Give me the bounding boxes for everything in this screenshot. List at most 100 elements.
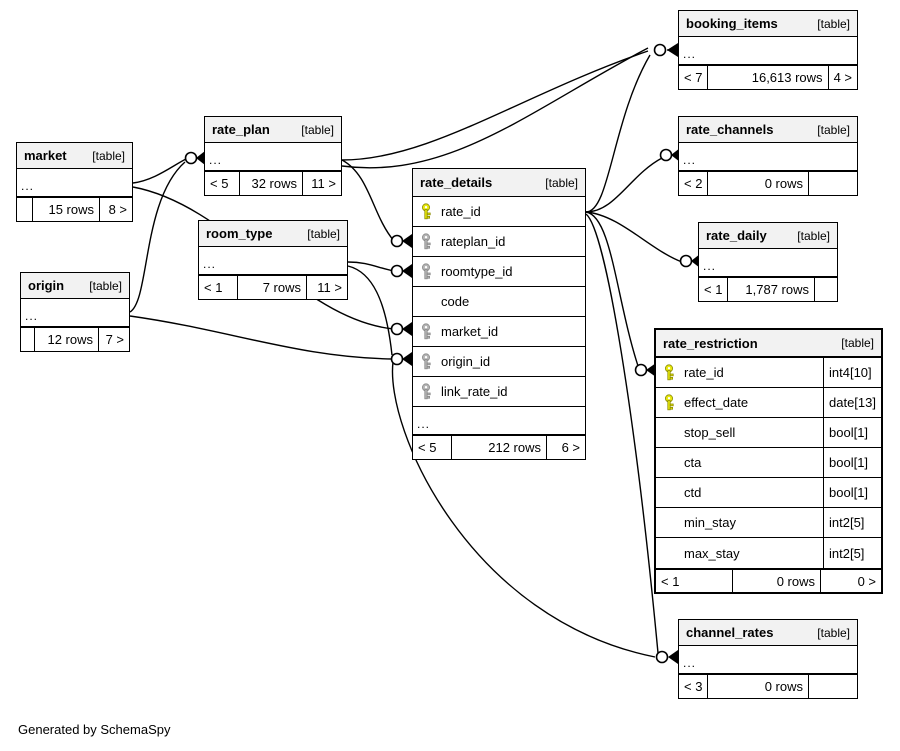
no-key-spacer	[662, 424, 676, 442]
foreign-key-icon	[419, 352, 433, 371]
foreign-key-icon	[419, 382, 433, 401]
footer-parents: < 1	[204, 280, 223, 295]
footer-children: 11 >	[311, 176, 336, 191]
table-footer: < 1 1,787 rows	[699, 277, 837, 301]
collapsed-columns-ellipsis: ...	[699, 249, 837, 277]
column-row-market_id[interactable]: market_id	[413, 317, 585, 347]
edge-rate_details-rate_daily	[585, 211, 683, 263]
table-header: rate_restriction [table]	[656, 330, 881, 358]
footer-parents: < 2	[684, 176, 703, 191]
table-header: channel_rates [table]	[679, 620, 857, 646]
table-origin[interactable]: origin [table] ... 12 rows 7 >	[20, 272, 130, 352]
no-key-spacer	[662, 484, 676, 502]
endpoint-booking_items	[653, 43, 678, 57]
footer-children	[815, 278, 837, 301]
column-row-cta[interactable]: cta bool[1]	[656, 448, 881, 478]
no-key-spacer	[662, 514, 676, 532]
column-name: ctd	[684, 485, 702, 500]
table-tag: [table]	[301, 122, 334, 137]
table-footer: < 2 0 rows	[679, 171, 857, 195]
footer-rowcount: 15 rows	[32, 198, 100, 221]
column-row-origin_id[interactable]: origin_id	[413, 347, 585, 377]
column-name: rate_id	[684, 365, 724, 380]
table-rate_restriction[interactable]: rate_restriction [table] rate_id int4[10…	[654, 328, 883, 594]
column-name: effect_date	[684, 395, 749, 410]
collapsed-columns-ellipsis: ...	[199, 247, 347, 275]
collapsed-columns-ellipsis: ...	[413, 407, 585, 435]
column-row-max_stay[interactable]: max_stay int2[5]	[656, 538, 881, 568]
footer-parents	[21, 328, 34, 351]
column-name: stop_sell	[684, 425, 736, 440]
table-header: rate_daily [table]	[699, 223, 837, 249]
collapsed-columns-ellipsis: ...	[21, 299, 129, 327]
column-name: roomtype_id	[441, 264, 513, 279]
column-row-rate_id[interactable]: rate_id	[413, 197, 585, 227]
endpoint-rate_details-roomtype_id	[390, 264, 412, 278]
table-booking_items[interactable]: booking_items [table] ... < 7 16,613 row…	[678, 10, 858, 90]
column-row-stop_sell[interactable]: stop_sell bool[1]	[656, 418, 881, 448]
table-title: origin	[28, 278, 65, 293]
column-row-roomtype_id[interactable]: roomtype_id	[413, 257, 585, 287]
table-rate_details[interactable]: rate_details [table] rate_id rateplan_id	[412, 168, 586, 460]
column-name: origin_id	[441, 354, 491, 369]
column-row-min_stay[interactable]: min_stay int2[5]	[656, 508, 881, 538]
column-name: code	[441, 294, 470, 309]
table-tag: [table]	[307, 226, 340, 241]
table-tag: [table]	[89, 278, 122, 293]
table-footer: < 5 212 rows 6 >	[413, 435, 585, 459]
table-header: booking_items [table]	[679, 11, 857, 37]
column-row-rateplan_id[interactable]: rateplan_id	[413, 227, 585, 257]
table-title: rate_daily	[706, 228, 767, 243]
collapsed-columns-ellipsis: ...	[679, 646, 857, 674]
edge-rate_plan-booking_items	[341, 50, 649, 161]
table-footer: < 1 0 rows 0 >	[656, 568, 881, 592]
edge-rate_details-channel_rates	[585, 213, 659, 654]
table-market[interactable]: market [table] ... 15 rows 8 >	[16, 142, 133, 222]
collapsed-columns-ellipsis: ...	[679, 143, 857, 171]
primary-key-icon	[419, 202, 433, 221]
table-rate_channels[interactable]: rate_channels [table] ... < 2 0 rows	[678, 116, 858, 196]
column-row-effect_date[interactable]: effect_date date[13]	[656, 388, 881, 418]
table-rate_plan[interactable]: rate_plan [table] ... < 5 32 rows 11 >	[204, 116, 342, 196]
column-type: date[13]	[823, 388, 881, 417]
column-row-ctd[interactable]: ctd bool[1]	[656, 478, 881, 508]
column-type: int2[5]	[823, 508, 881, 537]
table-rate_daily[interactable]: rate_daily [table] ... < 1 1,787 rows	[698, 222, 838, 302]
endpoint-rate_plan	[184, 151, 205, 165]
column-name: rate_id	[441, 204, 481, 219]
footer-children: 6 >	[561, 440, 580, 455]
table-title: rate_restriction	[663, 335, 758, 351]
table-footer: 15 rows 8 >	[17, 197, 132, 221]
edge-rate_details-rate_channels	[585, 157, 663, 213]
column-row-rate_id[interactable]: rate_id int4[10]	[656, 358, 881, 388]
table-title: rate_plan	[212, 122, 270, 137]
edge-room_type-rate_details-2	[347, 265, 393, 356]
table-header: rate_channels [table]	[679, 117, 857, 143]
foreign-key-icon	[419, 232, 433, 251]
footer-children: 7 >	[105, 332, 124, 347]
table-header: origin [table]	[21, 273, 129, 299]
column-row-link_rate_id[interactable]: link_rate_id	[413, 377, 585, 407]
table-header: rate_plan [table]	[205, 117, 341, 143]
footer-rowcount: 0 rows	[732, 570, 821, 592]
table-channel_rates[interactable]: channel_rates [table] ... < 3 0 rows	[678, 619, 858, 699]
table-title: rate_channels	[686, 122, 774, 137]
table-header: market [table]	[17, 143, 132, 169]
no-key-spacer	[662, 544, 676, 562]
column-row-code[interactable]: code	[413, 287, 585, 317]
collapsed-columns-ellipsis: ...	[17, 169, 132, 197]
table-footer: < 1 7 rows 11 >	[199, 275, 347, 299]
footer-children: 8 >	[108, 202, 127, 217]
foreign-key-icon	[419, 262, 433, 281]
primary-key-icon	[662, 363, 676, 382]
endpoint-rate_details-market_id	[390, 322, 412, 336]
footer-rowcount: 0 rows	[707, 675, 809, 698]
table-room_type[interactable]: room_type [table] ... < 1 7 rows 11 >	[198, 220, 348, 300]
column-type: bool[1]	[823, 478, 881, 507]
endpoint-rate_restriction	[634, 363, 656, 377]
table-footer: < 3 0 rows	[679, 674, 857, 698]
edge-origin-rate_details	[129, 315, 395, 360]
table-header: room_type [table]	[199, 221, 347, 247]
column-name: max_stay	[684, 545, 740, 561]
no-key-spacer	[662, 454, 676, 472]
